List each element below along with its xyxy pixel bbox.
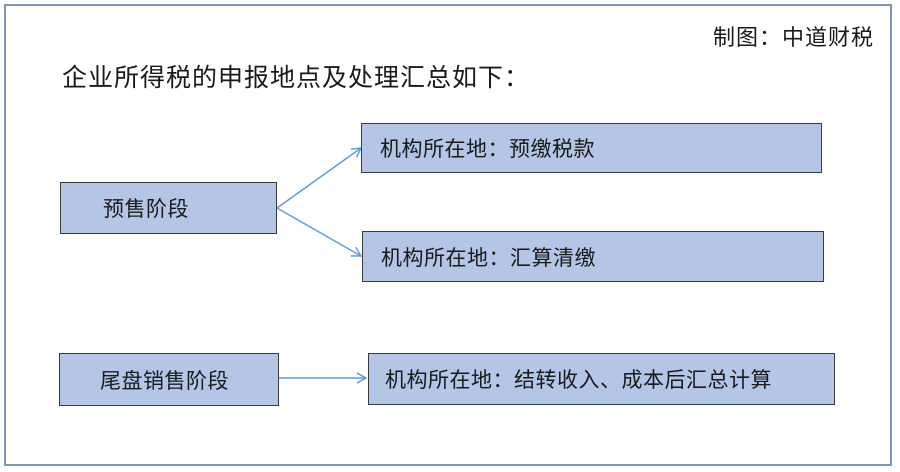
stage-label-presale: 预售阶段	[103, 197, 189, 221]
outcome-box-final-sale: 机构所在地：结转收入、成本后汇总计算	[368, 353, 835, 405]
outcome-label-prepay: 机构所在地：预缴税款	[380, 137, 595, 161]
diagram-frame	[4, 4, 892, 466]
diagram-heading: 企业所得税的申报地点及处理汇总如下：	[62, 63, 531, 92]
stage-label-final-sale: 尾盘销售阶段	[100, 368, 229, 393]
arrow-presale-to-prepay	[276, 147, 363, 209]
stage-box-presale: 预售阶段	[60, 182, 277, 234]
outcome-label-settlement: 机构所在地：汇算清缴	[381, 245, 596, 270]
arrow-presale-to-settlement	[276, 207, 363, 257]
outcome-box-prepay: 机构所在地：预缴税款	[361, 123, 822, 173]
stage-box-final-sale: 尾盘销售阶段	[59, 353, 279, 406]
credit-text: 制图：中道财税	[712, 26, 874, 51]
outcome-label-final-sale: 机构所在地：结转收入、成本后汇总计算	[385, 368, 772, 392]
outcome-box-settlement: 机构所在地：汇算清缴	[362, 231, 824, 282]
